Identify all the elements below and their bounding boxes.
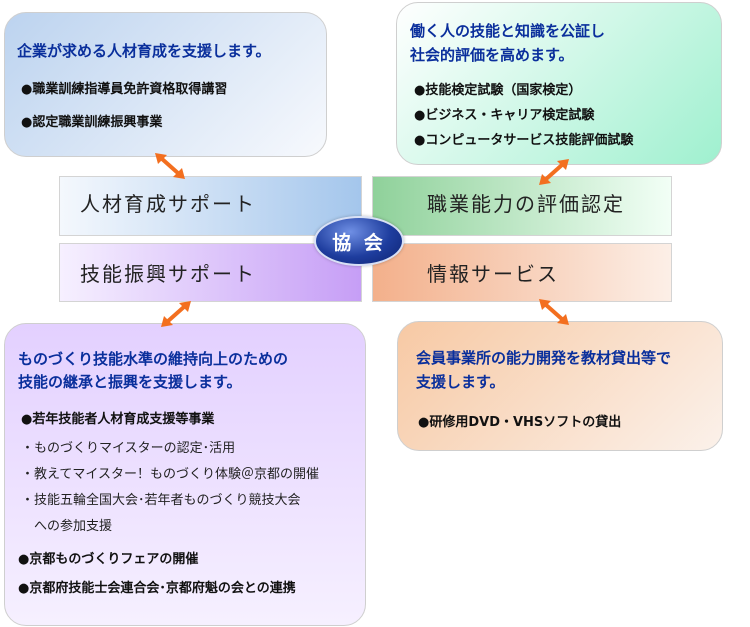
box-title: 企業が求める人材育成を支援します。 [17,42,271,60]
list-item: ●職業訓練指導員免許資格取得講習 [21,82,228,97]
bar-skill-evaluation: 職業能力の評価認定 [372,176,672,236]
box-skill-evaluation: 働く人の技能と知識を公証し 社会的評価を高めます。 ●技能検定試験（国家検定） … [396,2,722,165]
bar-skill-promotion-support: 技能振興サポート [59,243,362,302]
association-badge: 協 会 [314,216,404,266]
sub-item: ・教えてマイスター！ものづくり体験＠京都の開催 [21,467,319,482]
list-item: ●若年技能者人材育成支援等事業 [21,412,215,427]
list-item: ●技能検定試験（国家検定） [414,83,582,98]
box-title-line-1: 働く人の技能と知識を公証し [410,22,606,40]
bar-info-service: 情報サービス [372,243,672,302]
list-item: ●京都ものづくりフェアの開催 [18,552,199,567]
list-item: ●認定職業訓練振興事業 [21,115,163,130]
list-item: ●コンピュータサービス技能評価試験 [414,133,634,148]
double-arrow-icon [539,159,569,185]
sub-item: ・技能五輪全国大会･若年者ものづくり競技大会 [21,493,301,508]
double-arrow-icon [539,299,569,325]
box-title-line-2: 支援します。 [416,373,505,391]
list-item: ●ビジネス・キャリア検定試験 [414,108,595,123]
double-arrow-icon [161,301,191,327]
bar-human-resource-support: 人材育成サポート [59,176,362,236]
box-skill-promotion: ものづくり技能水準の維持向上のための 技能の継承と振興を支援します。 ●若年技能… [4,323,366,626]
box-title-line-1: ものづくり技能水準の維持向上のための [18,350,289,368]
double-arrow-icon [155,153,185,179]
box-title-line-2: 社会的評価を高めます。 [410,46,574,64]
box-info-service: 会員事業所の能力開発を教材貸出等で 支援します。 ●研修用DVD・VHSソフトの… [397,321,723,451]
box-title-line-2: 技能の継承と振興を支援します。 [18,373,242,391]
list-item: ●研修用DVD・VHSソフトの貸出 [418,415,622,430]
sub-item: ・ものづくりマイスターの認定･活用 [21,441,236,456]
box-human-resource-support: 企業が求める人材育成を支援します。 ●職業訓練指導員免許資格取得講習 ●認定職業… [4,12,327,157]
sub-item: への参加支援 [21,519,113,534]
box-title-line-1: 会員事業所の能力開発を教材貸出等で [416,349,672,367]
list-item: ●京都府技能士会連合会･京都府魁の会との連携 [18,581,296,596]
